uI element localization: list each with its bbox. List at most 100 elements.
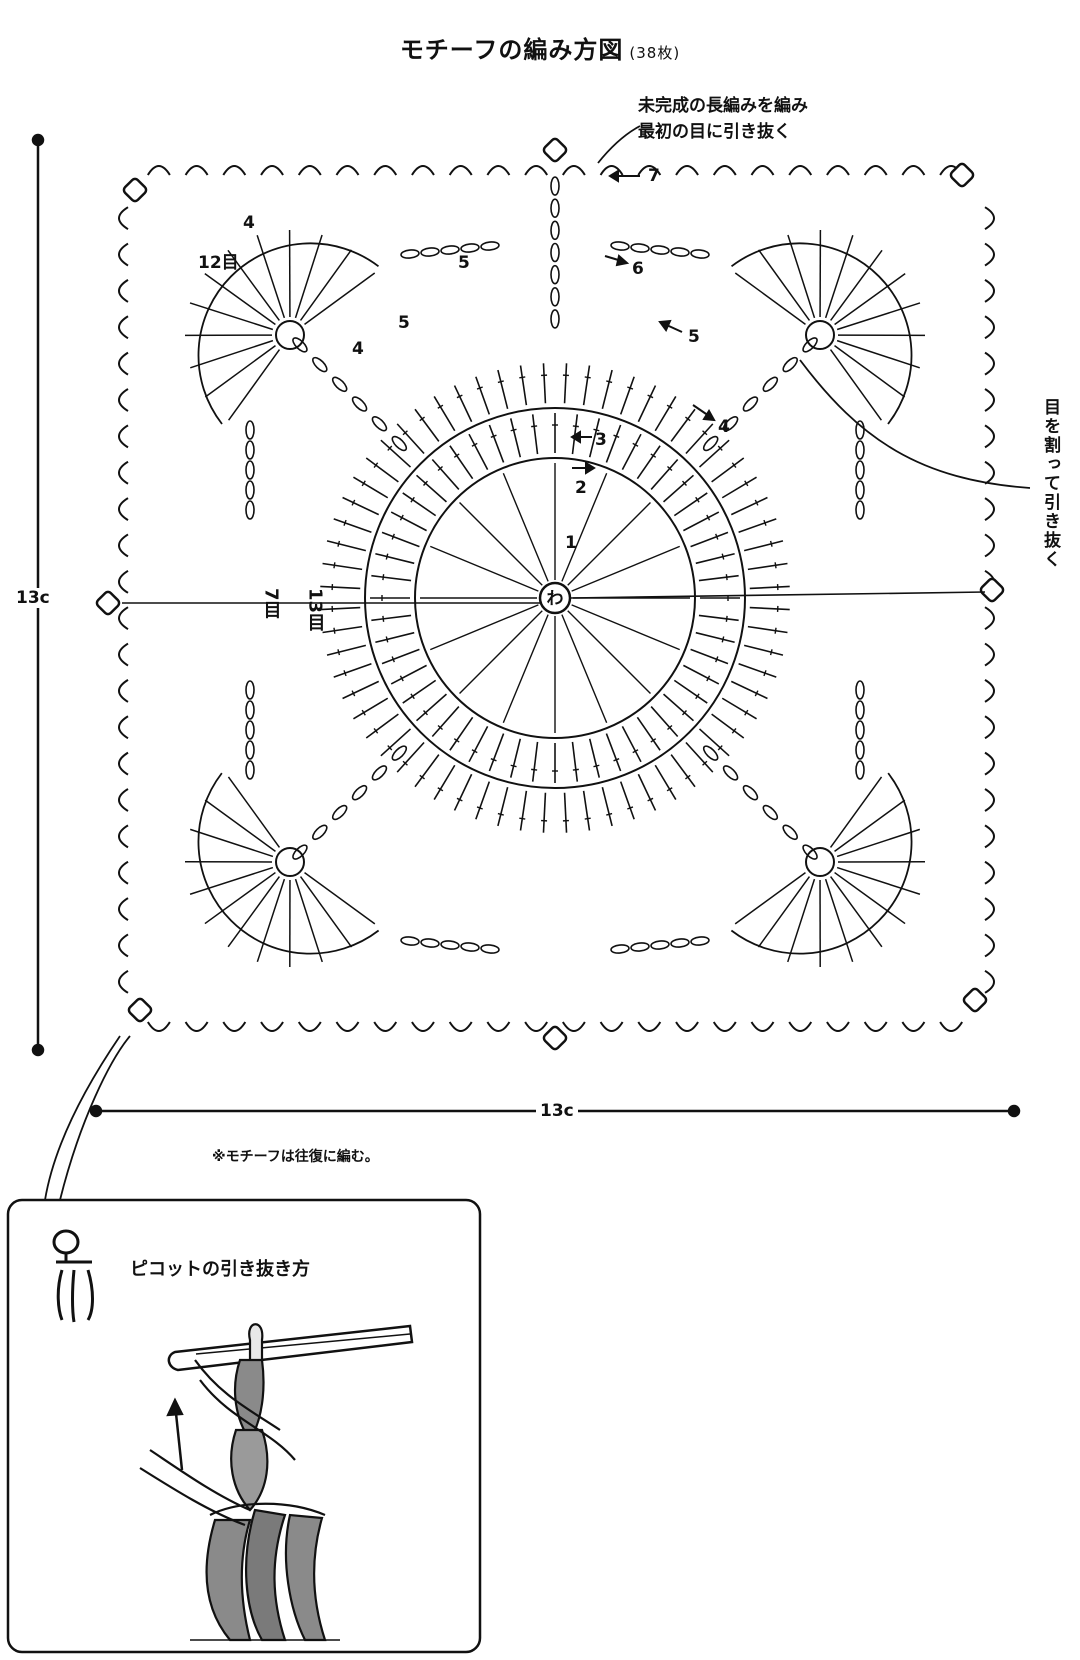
round-2-stitch-bar [382, 615, 385, 622]
round-3-stitch-bar [519, 376, 526, 379]
corner-fan-stitch [834, 272, 906, 326]
corner-ring [275, 847, 305, 877]
picot-scallop [118, 606, 129, 631]
picot-scallop [118, 824, 129, 849]
round-2-stitch-bar [695, 496, 700, 503]
diagonal-chain [722, 765, 739, 781]
corner-fan-stitch [829, 776, 883, 848]
picot-scallop [118, 860, 129, 885]
round-2-stitch [571, 741, 579, 782]
diagonal-chain [762, 804, 779, 821]
round-2-stitch [683, 664, 720, 685]
picot-scallop [984, 897, 995, 921]
round-3-stitch [619, 781, 635, 820]
round-3-stitch [738, 662, 777, 678]
side-chain [855, 500, 865, 520]
round-3-stitch [670, 408, 696, 442]
picot-scallop [637, 1021, 662, 1032]
round-3-stitch [711, 713, 745, 739]
picot-knot [949, 162, 975, 188]
bottom-chain [480, 944, 500, 954]
side-chain [245, 460, 255, 480]
bottom-chain [420, 938, 440, 948]
round-3-stitch-bar [333, 562, 336, 569]
spoke-stitch [430, 545, 539, 592]
round-3-stitch-bar [584, 817, 591, 820]
picot-scallop [297, 165, 322, 176]
picot-scallop [750, 1021, 775, 1032]
side-chain [855, 420, 865, 440]
bottom-chain [460, 942, 480, 952]
round-3-stitch [320, 606, 361, 611]
round-2-stitch-bar [695, 693, 700, 700]
spoke-stitch [571, 604, 680, 651]
round-3-stitch [497, 369, 509, 410]
round-3-stitch [414, 754, 440, 788]
round-2-stitch-bar [385, 553, 389, 560]
vertical-chain [550, 176, 560, 196]
round-3-stitch [698, 439, 730, 468]
diagonal-chain [782, 824, 798, 841]
round-3-stitch [670, 754, 696, 788]
picot-scallop [118, 279, 129, 303]
round-3-stitch-bar [476, 806, 483, 810]
side-chain [245, 680, 255, 700]
round-3-stitch-bar [333, 627, 336, 634]
round-2-stitch [531, 741, 539, 782]
top-chain [670, 247, 690, 257]
top-chain [650, 245, 670, 255]
corner-fan-stitch [190, 339, 274, 369]
corner-fan-stitch [204, 345, 276, 398]
round-label-5: 5 [688, 327, 700, 347]
round-3-stitch [542, 363, 547, 404]
corner-fan-stitch [256, 878, 286, 963]
picot-scallop [118, 388, 129, 412]
round-3-stitch-bar [387, 445, 393, 451]
diagonal-chain [391, 435, 408, 452]
corner-fan-arc [197, 772, 380, 955]
picot-scallop [562, 1021, 586, 1032]
spoke-stitch [567, 502, 651, 586]
round-2-stitch [650, 706, 679, 738]
corner-ring [805, 320, 835, 350]
round-2-stitch-bar [437, 724, 443, 731]
round-2-stitch-bar [725, 574, 728, 581]
round-label-4-a: 4 [352, 339, 364, 359]
round-3-stitch-bar [702, 430, 708, 436]
spoke-stitch [561, 473, 608, 582]
round-3-stitch [743, 644, 784, 656]
round-2-stitch-bar [437, 465, 443, 472]
round-2-stitch-bar [667, 465, 673, 472]
picot-scallop [637, 165, 662, 176]
note-unfinished-stitch: 未完成の長編みを編み 最初の目に引き抜く [638, 93, 808, 145]
corner-fan-stitch [830, 249, 883, 321]
corner-fan-stitch [734, 272, 806, 325]
picot-scallop [984, 206, 995, 231]
round-3-stitch [475, 781, 491, 820]
picot-knot [95, 590, 121, 616]
round-2-stitch-bar [706, 675, 711, 682]
round-2-stitch [488, 733, 505, 772]
diagonal-chain [351, 784, 368, 801]
round-3-stitch-bar [763, 519, 767, 526]
picot-scallop [984, 424, 995, 449]
round-2-stitch [683, 511, 720, 532]
dimension-height: 13c [12, 588, 54, 608]
round-3-stitch [721, 697, 757, 720]
picot-scallop [118, 315, 129, 340]
diagonal-chain [292, 844, 308, 860]
round-3-stitch [749, 606, 790, 611]
vertical-chain [550, 264, 560, 285]
round-3-stitch-bar [606, 812, 613, 816]
picot-scallop [599, 165, 624, 176]
side-chain [245, 760, 255, 780]
round-2-stitch-bar [391, 656, 395, 663]
round-3-stitch-bar [497, 812, 504, 816]
picot-scallop [712, 165, 737, 176]
round-3-stitch-bar [402, 760, 408, 766]
picot-scallop [118, 788, 129, 812]
picot-knot [122, 177, 148, 203]
bottom-chain [650, 940, 670, 950]
round-2-stitch [381, 648, 420, 665]
round-3-stitch [353, 697, 389, 720]
